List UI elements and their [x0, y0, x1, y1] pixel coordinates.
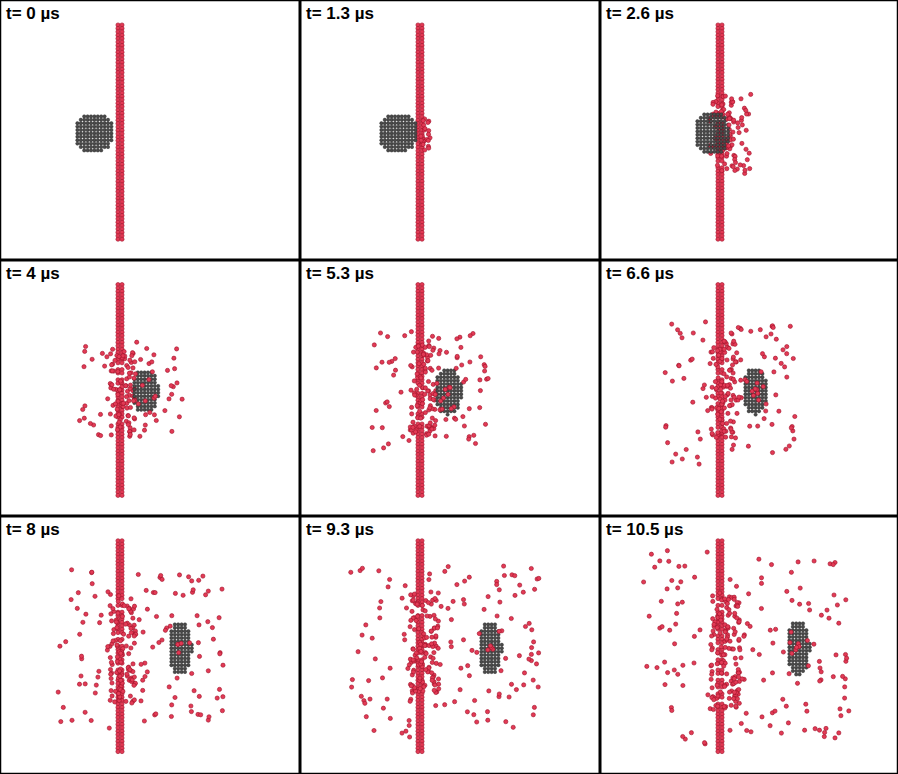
frame-panel [370, 283, 490, 498]
frame-panel [56, 539, 225, 754]
frame-panel [642, 539, 851, 754]
time-label: t= 0 µs [4, 4, 62, 24]
frame-panel [349, 539, 541, 754]
time-label: t= 9.3 µs [304, 520, 376, 540]
frame-panel [380, 23, 432, 241]
frame-panel [663, 283, 797, 498]
time-label: t= 5.3 µs [304, 264, 376, 284]
frame-panel [76, 23, 124, 241]
time-label: t= 4 µs [4, 264, 62, 284]
frame-panel [696, 23, 753, 241]
frame-panel [78, 283, 185, 498]
time-label: t= 8 µs [4, 520, 62, 540]
time-label: t= 6.6 µs [604, 264, 676, 284]
time-label: t= 1.3 µs [304, 4, 376, 24]
time-label: t= 2.6 µs [604, 4, 676, 24]
time-label: t= 10.5 µs [604, 520, 685, 540]
